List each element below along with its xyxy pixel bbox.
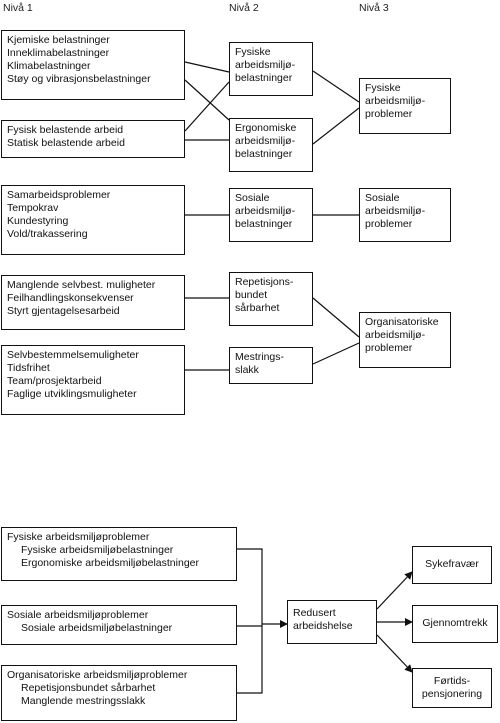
box-line: Kundestyring	[7, 215, 69, 227]
box-line: Sykefravær	[425, 558, 479, 570]
level2-box-2: Ergonomiske arbeidsmiljø- belastninger	[229, 118, 313, 172]
box-line: Manglende selvbest. muligheter	[7, 279, 156, 291]
outcome-box-2: Gjennomtrekk	[412, 605, 498, 643]
box-line: Fysiske	[235, 46, 271, 58]
box-line: Førtids-	[433, 675, 471, 687]
edge-l2-4-l3-3	[312, 297, 360, 338]
box-line: Gjennomtrekk	[422, 617, 488, 629]
box-line: Selvbestemmelsemuligheter	[7, 349, 139, 361]
box-line: Kjemiske belastninger	[7, 34, 110, 46]
level1-box-2: Fysisk belastende arbeid Statisk belaste…	[1, 120, 185, 158]
box-line: Ergonomiske	[235, 122, 297, 134]
level2-box-4: Repetisjons- bundet sårbarhet	[229, 272, 313, 326]
level-1-header: Nivå 1	[3, 2, 33, 14]
box-line: Vold/trakassering	[7, 228, 88, 240]
summary-box-2: Sosiale arbeidsmiljøproblemer Sosiale ar…	[1, 605, 237, 645]
summary-box-1: Fysiske arbeidsmiljøproblemer Fysiske ar…	[1, 527, 237, 581]
box-line: Feilhandlingskonsekvenser	[7, 292, 134, 304]
outcome-box-3: Førtids- pensjonering	[412, 668, 492, 708]
box-line: Redusert	[293, 607, 336, 619]
level3-box-3: Organisatoriske arbeidsmiljø- problemer	[359, 312, 451, 368]
edge-l2-5-l3-3	[312, 342, 360, 365]
edge-health-out-1	[376, 571, 413, 610]
box-line: pensjonering	[421, 688, 483, 700]
box-line: arbeidsmiljø-	[365, 95, 426, 107]
level-3-header: Nivå 3	[359, 2, 389, 14]
box-line: Fysiske	[365, 82, 401, 94]
edge-l1-1-l2-1	[184, 61, 230, 73]
box-line: Statisk belastende arbeid	[7, 137, 125, 149]
box-line: belastninger	[235, 148, 293, 160]
box-line: bundet	[235, 289, 268, 301]
level2-box-3: Sosiale arbeidsmiljø- belastninger	[229, 188, 313, 242]
box-line: arbeidsmiljø-	[235, 135, 296, 147]
box-line: Organisatoriske	[365, 316, 439, 328]
level1-box-1: Kjemiske belastninger Inneklimabelastnin…	[1, 30, 185, 100]
box-line: sårbarhet	[235, 302, 280, 314]
box-line: Repetisjons-	[235, 276, 294, 288]
summary-title: Organisatoriske arbeidsmiljøproblemer	[7, 669, 188, 681]
summary-item: Manglende mestringsslakk	[21, 695, 146, 707]
level1-box-5: Selvbestemmelsemuligheter Tidsfrihet Tea…	[1, 345, 185, 415]
summary-item: Sosiale arbeidsmiljøbelastninger	[21, 622, 173, 634]
edge-summary-1	[237, 548, 263, 694]
summary-item: Repetisjonsbundet sårbarhet	[21, 682, 156, 694]
level3-box-1: Fysiske arbeidsmiljø- problemer	[359, 78, 451, 134]
health-box: Redusert arbeidshelse	[287, 600, 377, 644]
box-line: arbeidsmiljø-	[365, 329, 426, 341]
level2-box-5: Mestrings- slakk	[229, 347, 313, 384]
summary-title: Fysiske arbeidsmiljøproblemer	[7, 531, 150, 543]
box-line: arbeidsmiljø-	[235, 59, 296, 71]
box-line: belastninger	[235, 218, 293, 230]
level1-box-3: Samarbeidsproblemer Tempokrav Kundestyri…	[1, 185, 185, 255]
edge-l1-1-l2-2	[184, 79, 230, 121]
level3-box-2: Sosiale arbeidsmiljø- problemer	[359, 188, 451, 242]
outcome-box-1: Sykefravær	[412, 546, 492, 584]
box-line: Tempokrav	[7, 202, 59, 214]
level-2-header: Nivå 2	[229, 2, 259, 14]
box-line: Faglige utviklingsmuligheter	[7, 388, 137, 400]
box-line: slakk	[235, 364, 259, 376]
box-line: Team/prosjektarbeid	[7, 375, 102, 387]
box-line: Klimabelastninger	[7, 60, 91, 72]
box-line: Inneklimabelastninger	[7, 47, 110, 59]
edge-l2-1-l3-1	[312, 70, 360, 103]
box-line: Fysisk belastende arbeid	[7, 124, 124, 136]
box-line: problemer	[365, 108, 413, 120]
box-line: Støy og vibrasjonsbelastninger	[7, 73, 151, 85]
edge-l2-2-l3-1	[312, 107, 360, 145]
summary-box-3: Organisatoriske arbeidsmiljøproblemer Re…	[1, 665, 237, 721]
level1-box-4: Manglende selvbest. muligheter Feilhandl…	[1, 275, 185, 330]
box-line: arbeidsmiljø-	[235, 205, 296, 217]
box-line: Samarbeidsproblemer	[7, 189, 111, 201]
box-line: arbeidsmiljø-	[365, 205, 426, 217]
box-line: problemer	[365, 218, 413, 230]
box-line: belastninger	[235, 72, 293, 84]
box-line: arbeidshelse	[293, 620, 353, 632]
box-line: Tidsfrihet	[7, 362, 50, 374]
edge-health-out-3	[376, 634, 413, 673]
box-line: problemer	[365, 342, 413, 354]
box-line: Sosiale	[365, 192, 400, 204]
summary-item: Ergonomiske arbeidsmiljøbelastninger	[21, 557, 199, 569]
box-line: Mestrings-	[235, 351, 285, 363]
summary-item: Fysiske arbeidsmiljøbelastninger	[21, 544, 174, 556]
box-line: Styrt gjentagelsesarbeid	[7, 305, 120, 317]
edge-l1-2-l2-1	[184, 81, 230, 132]
level2-box-1: Fysiske arbeidsmiljø- belastninger	[229, 42, 313, 96]
summary-title: Sosiale arbeidsmiljøproblemer	[7, 609, 149, 621]
box-line: Sosiale	[235, 192, 270, 204]
